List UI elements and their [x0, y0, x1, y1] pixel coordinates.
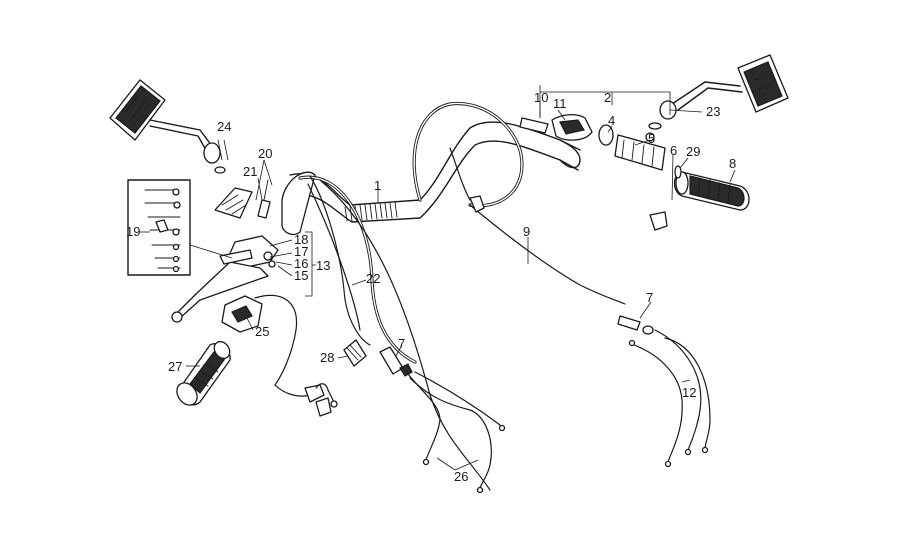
callout-18: 18 [294, 232, 308, 247]
callout-27: 27 [168, 359, 182, 374]
callout-10: 10 [534, 90, 548, 105]
callout-2: 2 [604, 90, 611, 105]
callout-24: 24 [217, 119, 231, 134]
callout-21: 21 [243, 164, 257, 179]
callout-1: 1 [374, 178, 381, 193]
throttle-cables-12 [628, 329, 711, 468]
left-clamp [214, 187, 253, 219]
throttle-tube-21 [281, 171, 316, 236]
cable-end-20 [257, 179, 271, 219]
right-grip [673, 171, 750, 211]
callout-25: 25 [255, 324, 269, 339]
callout-6: 6 [670, 143, 677, 158]
callout-5: 5 [648, 131, 655, 146]
callout-12: 12 [682, 385, 696, 400]
left-switch-housing [221, 295, 263, 333]
left-mirror [109, 79, 226, 174]
callout-29: 29 [686, 144, 700, 159]
fastener-kit-box [127, 179, 191, 276]
cable-adjuster-right [617, 315, 654, 335]
callout-4: 4 [608, 113, 615, 128]
cable-bundle [298, 175, 491, 491]
clutch-lever-assembly [171, 235, 279, 323]
throttle-cables-26 [407, 371, 506, 494]
choke-part-28 [343, 339, 367, 367]
callout-19: 19 [126, 224, 140, 239]
callout-8: 8 [729, 156, 736, 171]
callout-15: 15 [294, 268, 308, 283]
throttle-assembly [519, 114, 668, 231]
callout-labels: 1 2 4 5 6 7 7 8 9 10 11 12 13 15 16 17 1… [126, 90, 736, 484]
right-mirror [648, 54, 789, 130]
callout-22: 22 [366, 271, 380, 286]
callout-28: 28 [320, 350, 334, 365]
leader-lines [140, 85, 736, 471]
cable-9 [412, 101, 626, 305]
left-grip [176, 340, 231, 406]
callout-26: 26 [454, 469, 468, 484]
callout-9: 9 [523, 224, 530, 239]
switch-wiring [254, 294, 338, 417]
callout-16: 16 [294, 256, 308, 271]
callout-23: 23 [706, 104, 720, 119]
cable-adjuster-left [379, 346, 413, 377]
washer-29 [674, 165, 682, 179]
callout-13: 13 [316, 258, 330, 273]
handlebar [289, 121, 581, 223]
callout-7-right: 7 [646, 290, 653, 305]
callout-17: 17 [294, 244, 308, 259]
callout-20: 20 [258, 146, 272, 161]
callout-7-left: 7 [398, 336, 405, 351]
callout-11: 11 [553, 96, 567, 111]
